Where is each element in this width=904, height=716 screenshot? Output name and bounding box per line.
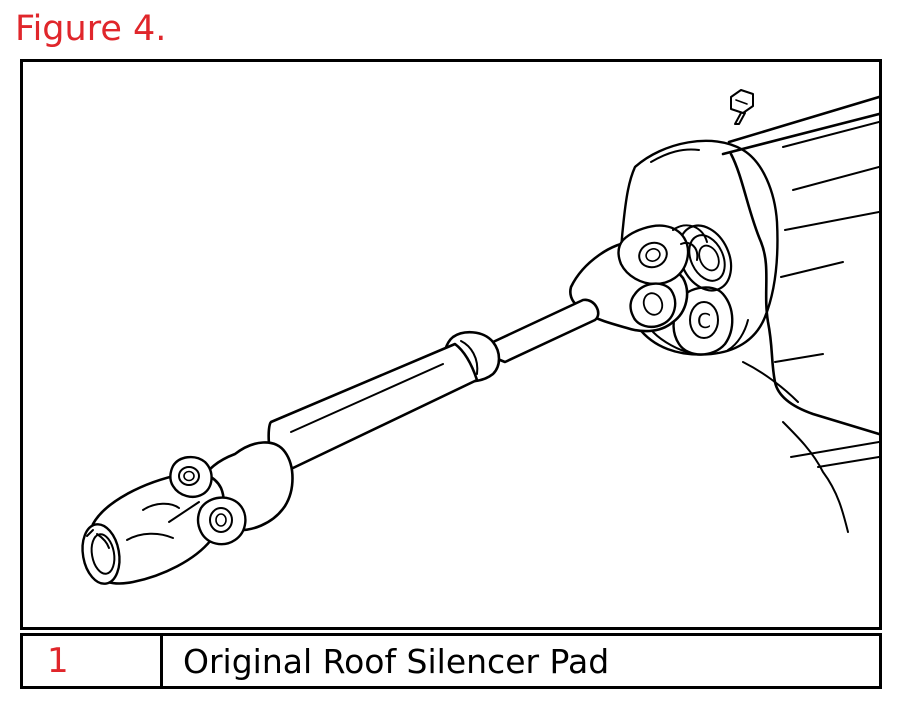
steering-shaft-illustration: C — [81, 89, 879, 585]
legend-item-label: Original Roof Silencer Pad — [183, 641, 610, 681]
part-label-c: C — [697, 309, 711, 333]
legend-item-number: 1 — [23, 636, 163, 686]
intermediate-shaft — [267, 298, 600, 470]
lower-universal-joint — [81, 441, 294, 585]
upper-universal-joint — [569, 224, 708, 333]
steering-gear-housing: C — [620, 89, 879, 533]
figure-title: Figure 4. — [15, 9, 167, 49]
legend-table: 1 Original Roof Silencer Pad — [20, 633, 882, 689]
mounting-bolt — [730, 89, 754, 125]
illustration-frame: C — [20, 59, 882, 630]
